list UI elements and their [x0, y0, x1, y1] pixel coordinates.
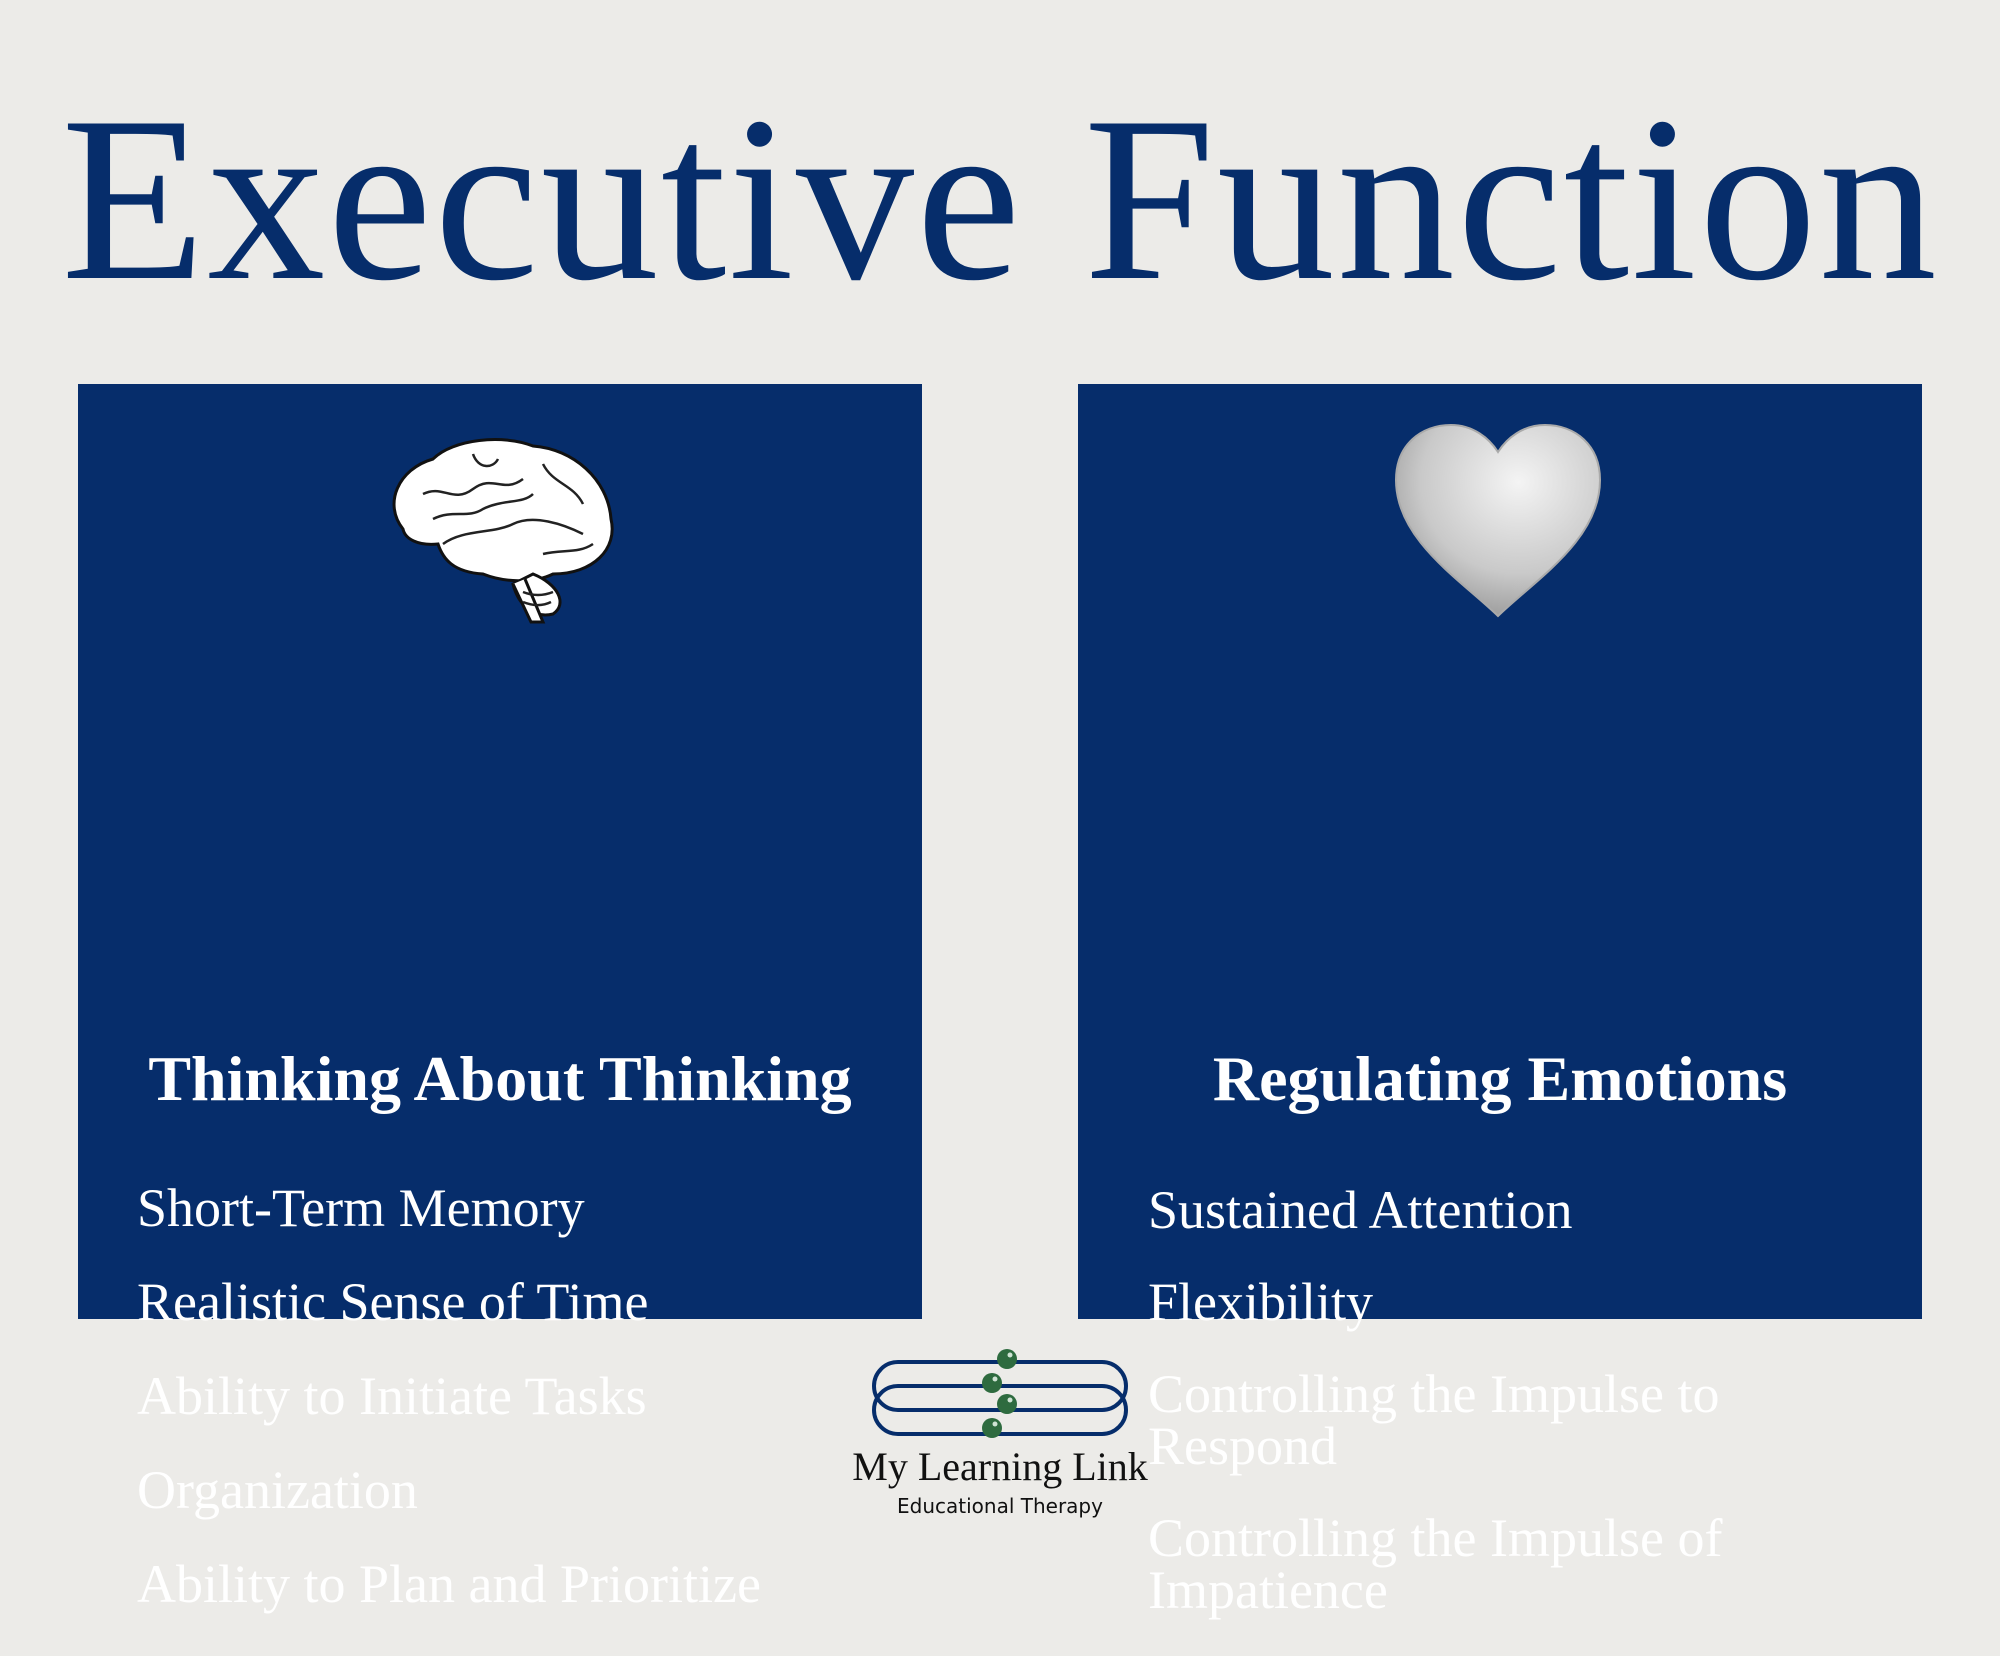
skills-list: Short-Term Memory Realistic Sense of Tim…: [137, 1178, 902, 1652]
list-item: Organization: [137, 1460, 418, 1520]
logo-tagline: Educational Therapy: [897, 1494, 1103, 1518]
skills-list: Sustained Attention Flexibility Controll…: [1148, 1180, 1902, 1656]
thinking-panel: Thinking About Thinking Short-Term Memor…: [78, 384, 922, 1611]
heart-icon: [1394, 423, 1602, 618]
emotions-panel: Regulating Emotions Sustained Attention …: [1078, 384, 1922, 1617]
logo-name: My Learning Link: [852, 1444, 1148, 1489]
list-item: Flexibility: [1148, 1272, 1374, 1332]
list-item: Realistic Sense of Time: [137, 1272, 649, 1332]
panel-heading: Thinking About Thinking: [148, 1043, 852, 1114]
list-item: Ability to Plan and Prioritize: [137, 1554, 761, 1614]
list-item: Controlling the Impulse to Respond: [1148, 1364, 1720, 1476]
list-item: Short-Term Memory: [137, 1178, 585, 1238]
list-item: Controlling the Impulse of Impatience: [1148, 1508, 1723, 1620]
brain-icon: [392, 438, 614, 624]
panel-heading: Regulating Emotions: [1212, 1043, 1788, 1114]
list-item: Ability to Initiate Tasks: [137, 1366, 647, 1426]
list-item: Sustained Attention: [1148, 1180, 1573, 1240]
page-title: Executive Function: [61, 69, 1939, 330]
logo-mark: [872, 1349, 1128, 1438]
